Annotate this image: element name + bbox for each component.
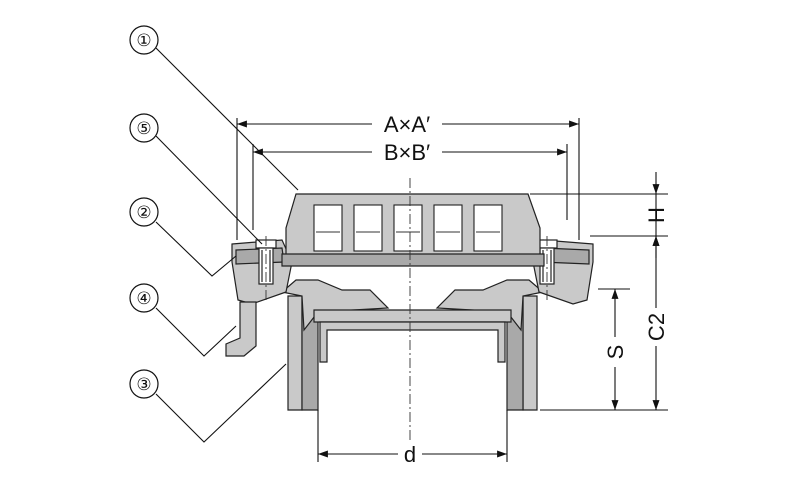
callout-3: ③ [129, 363, 287, 443]
dimension-a: A×A′ [237, 112, 579, 137]
callout-1-label: ① [136, 31, 151, 51]
callout-4-label: ④ [136, 289, 151, 309]
callout-4: ④ [129, 283, 237, 357]
dimension-b-label: B×B′ [384, 140, 430, 165]
callout-1: ① [129, 25, 299, 191]
dimension-c2-label: C2 [644, 313, 669, 341]
dimension-d: d [318, 442, 507, 467]
dimension-b: B×B′ [252, 140, 567, 165]
callout-5-label: ⑤ [136, 119, 151, 139]
bolt-left [255, 236, 277, 300]
drain-body [280, 279, 545, 411]
dimension-s: S [603, 289, 628, 410]
callout-2: ② [129, 197, 237, 277]
callout-3-label: ③ [136, 375, 151, 395]
dimension-h-label: H [644, 207, 669, 223]
callout-5: ⑤ [129, 113, 263, 245]
dimension-a-label: A×A′ [384, 112, 430, 137]
dome-strainer [281, 193, 545, 267]
dimension-d-label: d [404, 442, 416, 467]
callout-2-label: ② [136, 203, 151, 223]
dimension-c2: C2 [644, 236, 669, 410]
side-pipe [225, 301, 257, 357]
dimension-s-label: S [603, 345, 628, 360]
